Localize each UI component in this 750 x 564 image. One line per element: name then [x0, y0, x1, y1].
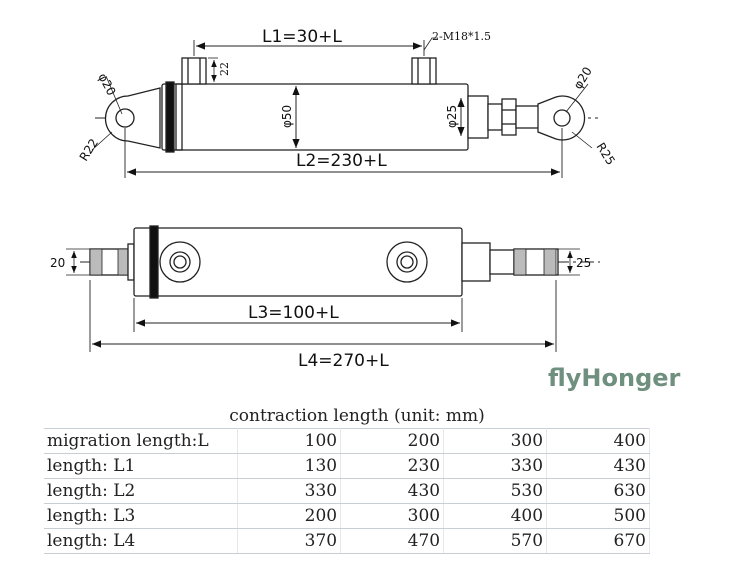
row-value: 370 [237, 528, 342, 554]
top-view [91, 37, 598, 178]
row-label: migration length:L [44, 428, 239, 454]
row-value: 330 [237, 478, 342, 504]
row-value: 100 [237, 428, 342, 454]
row-value: 430 [546, 453, 650, 479]
spec-table-container: contraction length (unit: mm) migration … [44, 404, 650, 554]
row-value: 400 [443, 503, 548, 529]
row-value: 200 [237, 503, 342, 529]
dim-radius-right-label: R25 [593, 140, 617, 167]
dim-radius-left-label: R22 [77, 136, 101, 163]
side-view [66, 225, 600, 352]
dim-pin-right-label: φ20 [571, 65, 595, 92]
cylinder-drawing: L1=30+L 2-M18*1.5 22 φ50 φ25 φ20 φ20 R22… [50, 27, 681, 392]
brand-logo: flyHonger [548, 364, 681, 392]
table-title: contraction length (unit: mm) [229, 406, 485, 426]
dim-pin-left-label: φ20 [95, 71, 118, 98]
row-value: 330 [443, 453, 548, 479]
dim-l4-label: L4=270+L [298, 351, 389, 371]
row-value: 570 [443, 528, 548, 554]
row-value: 130 [237, 453, 342, 479]
dim-eye-right-label: 25 [576, 256, 591, 270]
row-label: length: L1 [44, 453, 239, 479]
row-value: 670 [546, 528, 650, 554]
dim-l1-label: L1=30+L [262, 27, 342, 47]
row-value: 300 [443, 428, 548, 454]
row-value: 430 [340, 478, 445, 504]
dim-bore-label: φ50 [280, 105, 294, 128]
row-value: 530 [443, 478, 548, 504]
dim-port-label: 2-M18*1.5 [432, 30, 491, 43]
row-value: 470 [340, 528, 445, 554]
dim-l3-label: L3=100+L [248, 303, 339, 323]
dim-l2-label: L2=230+L [296, 151, 387, 171]
row-value: 500 [546, 503, 650, 529]
row-label: length: L2 [44, 478, 239, 504]
row-value: 300 [340, 503, 445, 529]
row-label: length: L3 [44, 503, 239, 529]
dim-rod-label: φ25 [445, 105, 459, 128]
row-value: 630 [546, 478, 650, 504]
row-value: 230 [340, 453, 445, 479]
row-value: 400 [546, 428, 650, 454]
dim-eye-left-label: 20 [50, 256, 65, 270]
row-label: length: L4 [44, 528, 239, 554]
row-value: 200 [340, 428, 445, 454]
dim-port-height-label: 22 [218, 62, 231, 76]
